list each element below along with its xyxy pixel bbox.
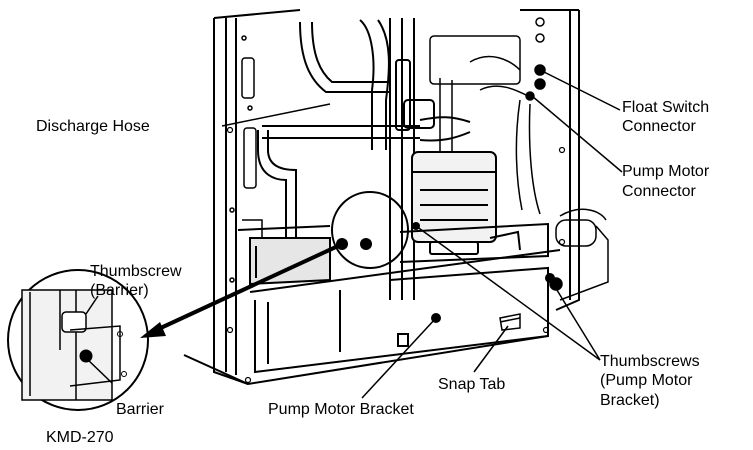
- label-barrier: Barrier: [116, 401, 165, 418]
- magnify-arrow: [140, 244, 339, 338]
- pump-motor-bracket: [254, 266, 549, 374]
- cabinet-frame: [183, 9, 580, 386]
- label-pump-motor-connector-line1: Pump Motor: [622, 163, 710, 180]
- inset-detail: [7, 269, 149, 411]
- label-thumbscrews-bracket-line3: Bracket): [600, 392, 660, 409]
- label-float-switch-connector-line2: Connector: [622, 118, 696, 135]
- pump-motor: [411, 151, 521, 255]
- label-thumbscrew-barrier-line2: (Barrier): [90, 282, 149, 299]
- frame-screws: [226, 126, 566, 384]
- bracket-pointer-dot: [431, 313, 441, 323]
- label-pump-motor-connector-line2: Connector: [622, 183, 696, 200]
- label-thumbscrews-bracket-line1: Thumbscrews: [600, 353, 700, 370]
- left-wall-details: [229, 35, 263, 283]
- label-model: KMD-270: [46, 429, 114, 446]
- label-pump-motor-bracket: Pump Motor Bracket: [268, 401, 414, 418]
- label-thumbscrews-bracket-line2: (Pump Motor: [600, 372, 693, 389]
- label-discharge-hose: Discharge Hose: [36, 118, 150, 135]
- label-float-switch-connector-line1: Float Switch: [622, 99, 710, 116]
- thumbscrews: [336, 222, 555, 283]
- snap-tab: [499, 313, 521, 331]
- hose-pipes: [257, 19, 471, 240]
- reservoir: [237, 222, 561, 293]
- leader-lines: [85, 69, 623, 399]
- label-snap-tab: Snap Tab: [438, 376, 506, 393]
- label-thumbscrew-barrier-line1: Thumbscrew: [90, 263, 182, 280]
- detail-callout-circle: [331, 191, 409, 269]
